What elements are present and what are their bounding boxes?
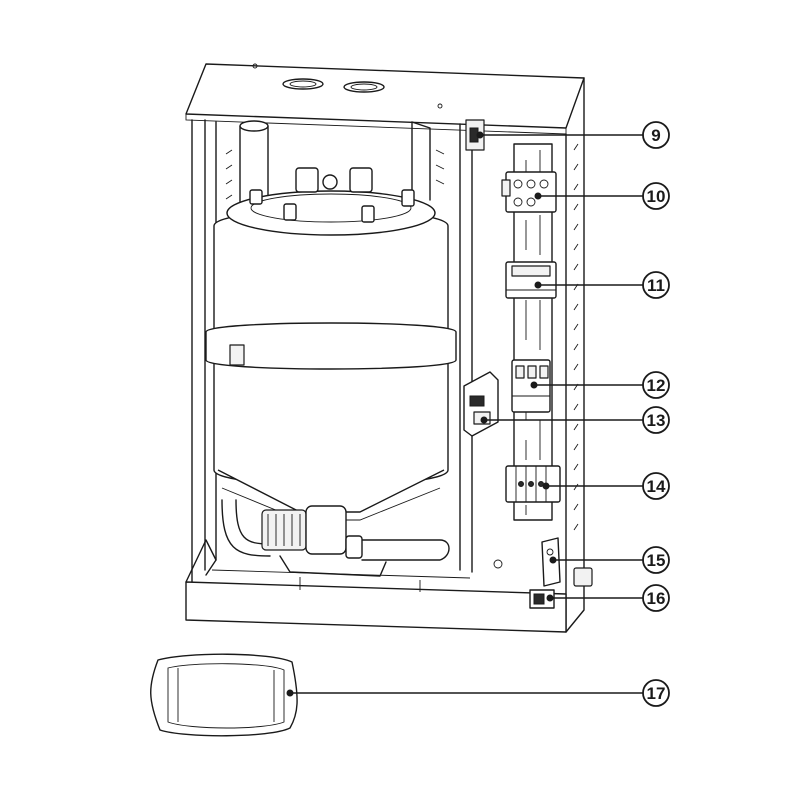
- cylinder-band-clamp: [205, 322, 457, 370]
- remote-display-panel: [150, 653, 298, 737]
- wall-slots: [573, 143, 579, 531]
- leader-lines: [286, 131, 643, 697]
- callout-9: 9: [642, 121, 670, 149]
- callout-15-label: 15: [647, 551, 666, 570]
- callout-16: 16: [642, 584, 670, 612]
- cabinet-base-tray: [185, 581, 567, 633]
- callout-14-label: 14: [647, 477, 666, 496]
- cabinet: [185, 63, 585, 633]
- callout-12-label: 12: [647, 376, 666, 395]
- callout-13-label: 13: [647, 411, 666, 430]
- callout-15: 15: [642, 546, 670, 574]
- callout-17: 17: [642, 679, 670, 707]
- callout-17-label: 17: [647, 684, 666, 703]
- lid-port-left: [282, 78, 324, 90]
- callout-12: 12: [642, 371, 670, 399]
- cabinet-divider-post: [459, 123, 473, 573]
- steam-cylinder: [205, 120, 457, 521]
- cabinet-top-lid: [185, 63, 585, 129]
- callout-16-label: 16: [647, 589, 666, 608]
- callout-9-label: 9: [651, 126, 660, 145]
- callout-11-label: 11: [647, 276, 665, 295]
- steam-outlet-pipe: [239, 120, 269, 132]
- drain-pump: [221, 499, 450, 577]
- callout-11: 11: [642, 271, 670, 299]
- callout-14: 14: [642, 472, 670, 500]
- cylinder-top-cap: [226, 190, 436, 236]
- callout-10: 10: [642, 182, 670, 210]
- lid-port-right: [343, 81, 385, 93]
- callout-10-label: 10: [647, 187, 666, 206]
- callout-13: 13: [642, 406, 670, 434]
- cabinet-right-wall: [565, 77, 585, 633]
- electrical-panel: [463, 119, 593, 609]
